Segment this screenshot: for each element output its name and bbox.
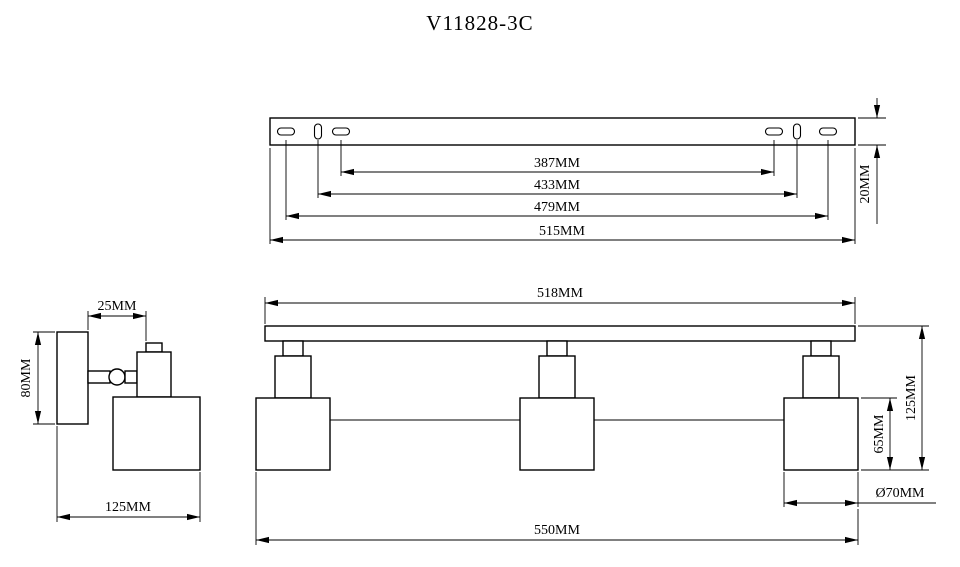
side-lamp-cap [145,342,163,353]
side-arm-neck [124,370,138,384]
bracket-view: 387MM 433MM 479MM 515MM 20MM [269,98,886,244]
side-arm [87,370,111,384]
drawing-title: V11828-3C [426,11,533,35]
dim-label-20mm: 20MM [858,164,873,203]
lamp-2 [519,340,595,471]
lamp-3 [783,340,859,471]
dim-label-125mm-front: 125MM [904,375,919,421]
front-view: 518MM 125MM 65MM Ø70MM 550MM [255,286,936,545]
bracket-slot [764,127,784,136]
dim-label-518mm: 518MM [537,286,583,301]
lamp-shade [255,397,331,471]
lamp-shade [783,397,859,471]
bracket-slot [331,127,351,136]
bracket-slot [792,123,802,140]
lamp-shade [519,397,595,471]
dim-label-479mm: 479MM [534,200,580,215]
dim-label-65mm: 65MM [872,414,887,453]
lamp-1 [255,340,331,471]
dim-label-70mm: Ø70MM [875,486,925,501]
lamp-cap [546,340,568,357]
dim-label-125mm-side: 125MM [105,500,151,515]
dim-label-515mm: 515MM [539,224,585,239]
bracket-slot [818,127,838,136]
lamp-body [802,355,840,399]
wall-plate [56,331,89,425]
bracket-slot [276,127,296,136]
dim-label-387mm: 387MM [534,156,580,171]
extension-lines [269,117,886,244]
side-lamp-shade [112,396,201,471]
side-joint-knob [108,368,126,386]
lamp-body [538,355,576,399]
bracket-slot [313,123,323,140]
lamp-cap [810,340,832,357]
dim-label-433mm: 433MM [534,178,580,193]
side-lamp-body [136,351,172,398]
lamp-body [274,355,312,399]
dim-label-550mm: 550MM [534,523,580,538]
side-view: 25MM 80MM 125MM [19,299,201,522]
extension-lines [33,311,201,522]
dim-label-25mm: 25MM [98,299,137,314]
mounting-bracket-outline [269,117,856,146]
front-mounting-bar [264,325,856,342]
dim-label-80mm: 80MM [19,358,34,397]
extension-lines [255,297,929,545]
lamp-cap [282,340,304,357]
